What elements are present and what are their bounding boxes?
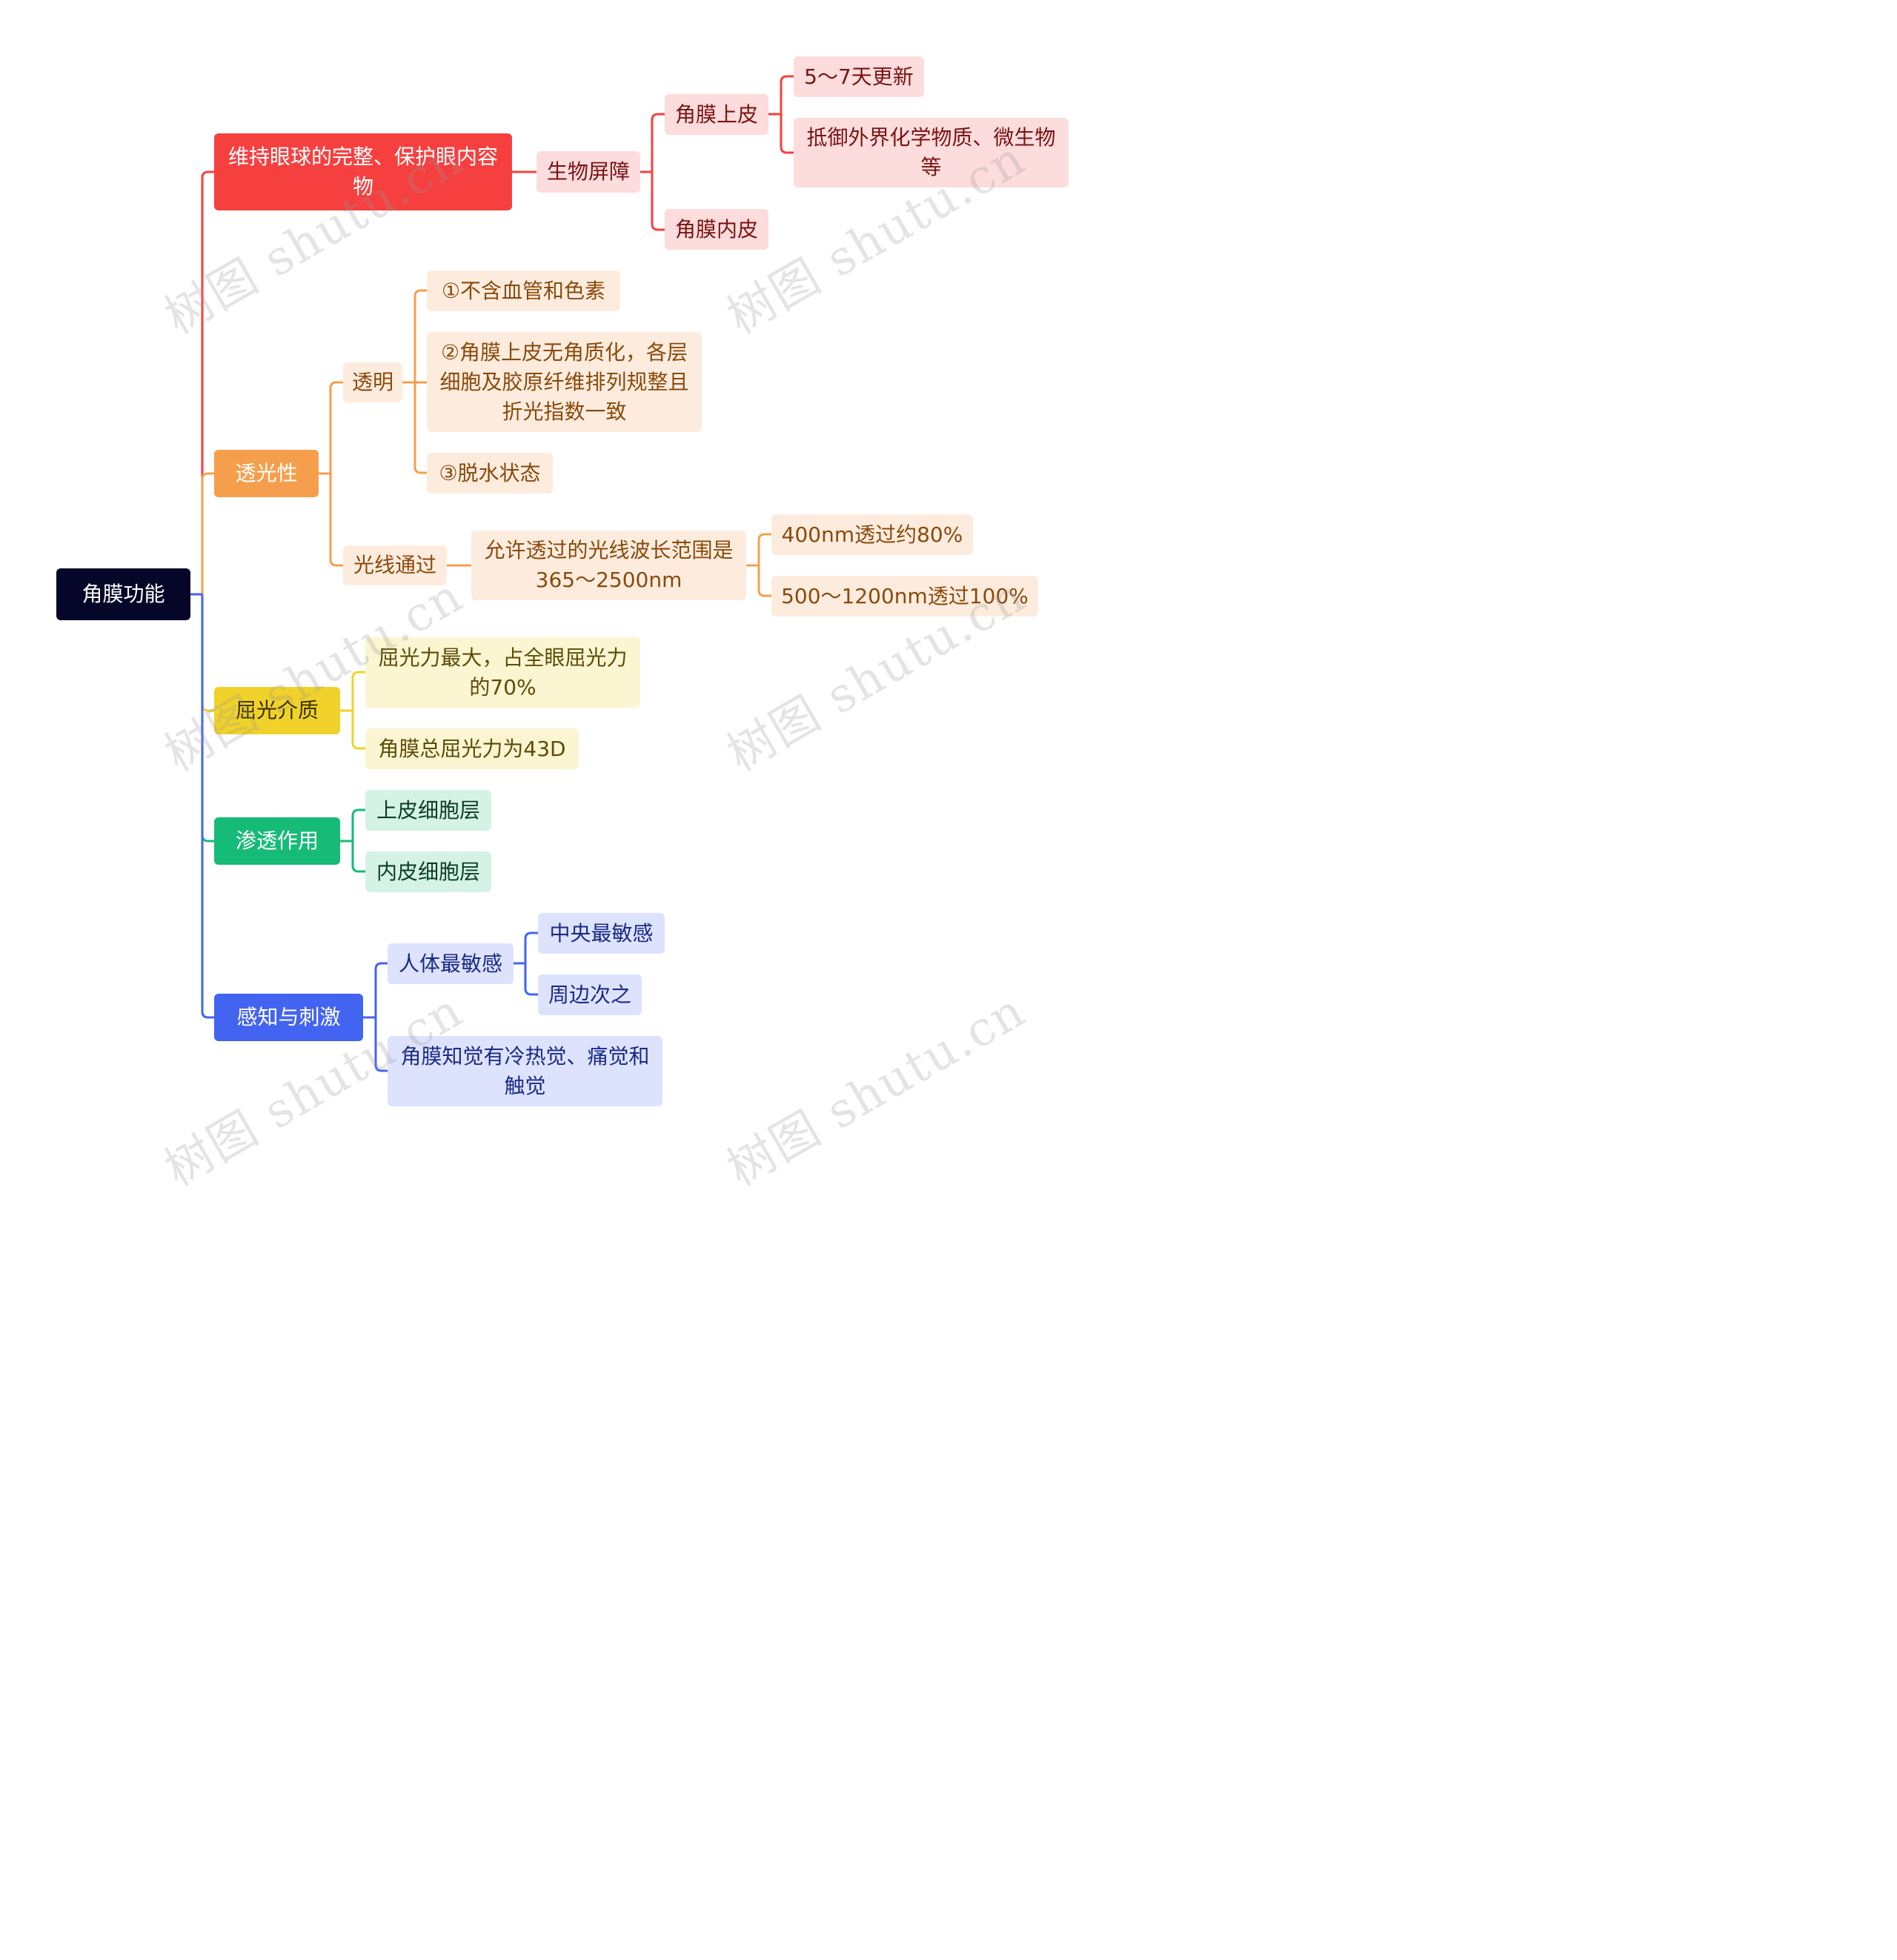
node-epithelium[interactable]: 角膜上皮 [665,94,768,135]
node-permeation-item[interactable]: 内皮细胞层 [365,851,491,892]
node-sensitive-item[interactable]: 中央最敏感 [538,913,665,954]
branch-permeation[interactable]: 渗透作用 [214,817,340,865]
node-senses[interactable]: 角膜知觉有冷热觉、痛觉和触觉 [388,1036,662,1106]
node-permeation-item[interactable]: 上皮细胞层 [365,790,491,831]
node-clear-item[interactable]: ②角膜上皮无角质化，各层细胞及胶原纤维排列规整且折光指数一致 [427,332,702,432]
node-light-pass[interactable]: 光线通过 [343,545,447,585]
node-defend[interactable]: 抵御外界化学物质、微生物等 [794,118,1069,187]
node-clear-item[interactable]: ①不含血管和色素 [427,270,620,311]
root-node[interactable]: 角膜功能 [56,568,190,620]
branch-sensation[interactable]: 感知与刺激 [214,994,363,1041]
node-refraction-item[interactable]: 角膜总屈光力为43D [365,728,579,769]
node-sensitive-item[interactable]: 周边次之 [538,974,642,1015]
node-clear[interactable]: 透明 [343,362,402,402]
node-wavelength-range[interactable]: 允许透过的光线波长范围是365～2500nm [471,531,746,600]
node-bio-barrier[interactable]: 生物屏障 [536,151,640,193]
node-renew[interactable]: 5～7天更新 [794,56,924,97]
node-endothelium[interactable]: 角膜内皮 [665,209,768,250]
node-refraction-item[interactable]: 屈光力最大，占全眼屈光力的70% [365,637,640,708]
node-transmit-item[interactable]: 500～1200nm透过100% [771,576,1038,617]
node-clear-item[interactable]: ③脱水状态 [427,453,553,494]
branch-transparency[interactable]: 透光性 [214,450,319,497]
branch-refraction[interactable]: 屈光介质 [214,687,340,734]
mindmap-canvas: 角膜功能 维持眼球的完整、保护眼内容物 生物屏障 角膜上皮 角膜内皮 5～7天更… [0,0,1128,1197]
branch-integrity[interactable]: 维持眼球的完整、保护眼内容物 [214,133,512,210]
connector-lines [190,75,794,1072]
node-transmit-item[interactable]: 400nm透过约80% [771,514,973,555]
node-most-sensitive[interactable]: 人体最敏感 [388,943,514,984]
